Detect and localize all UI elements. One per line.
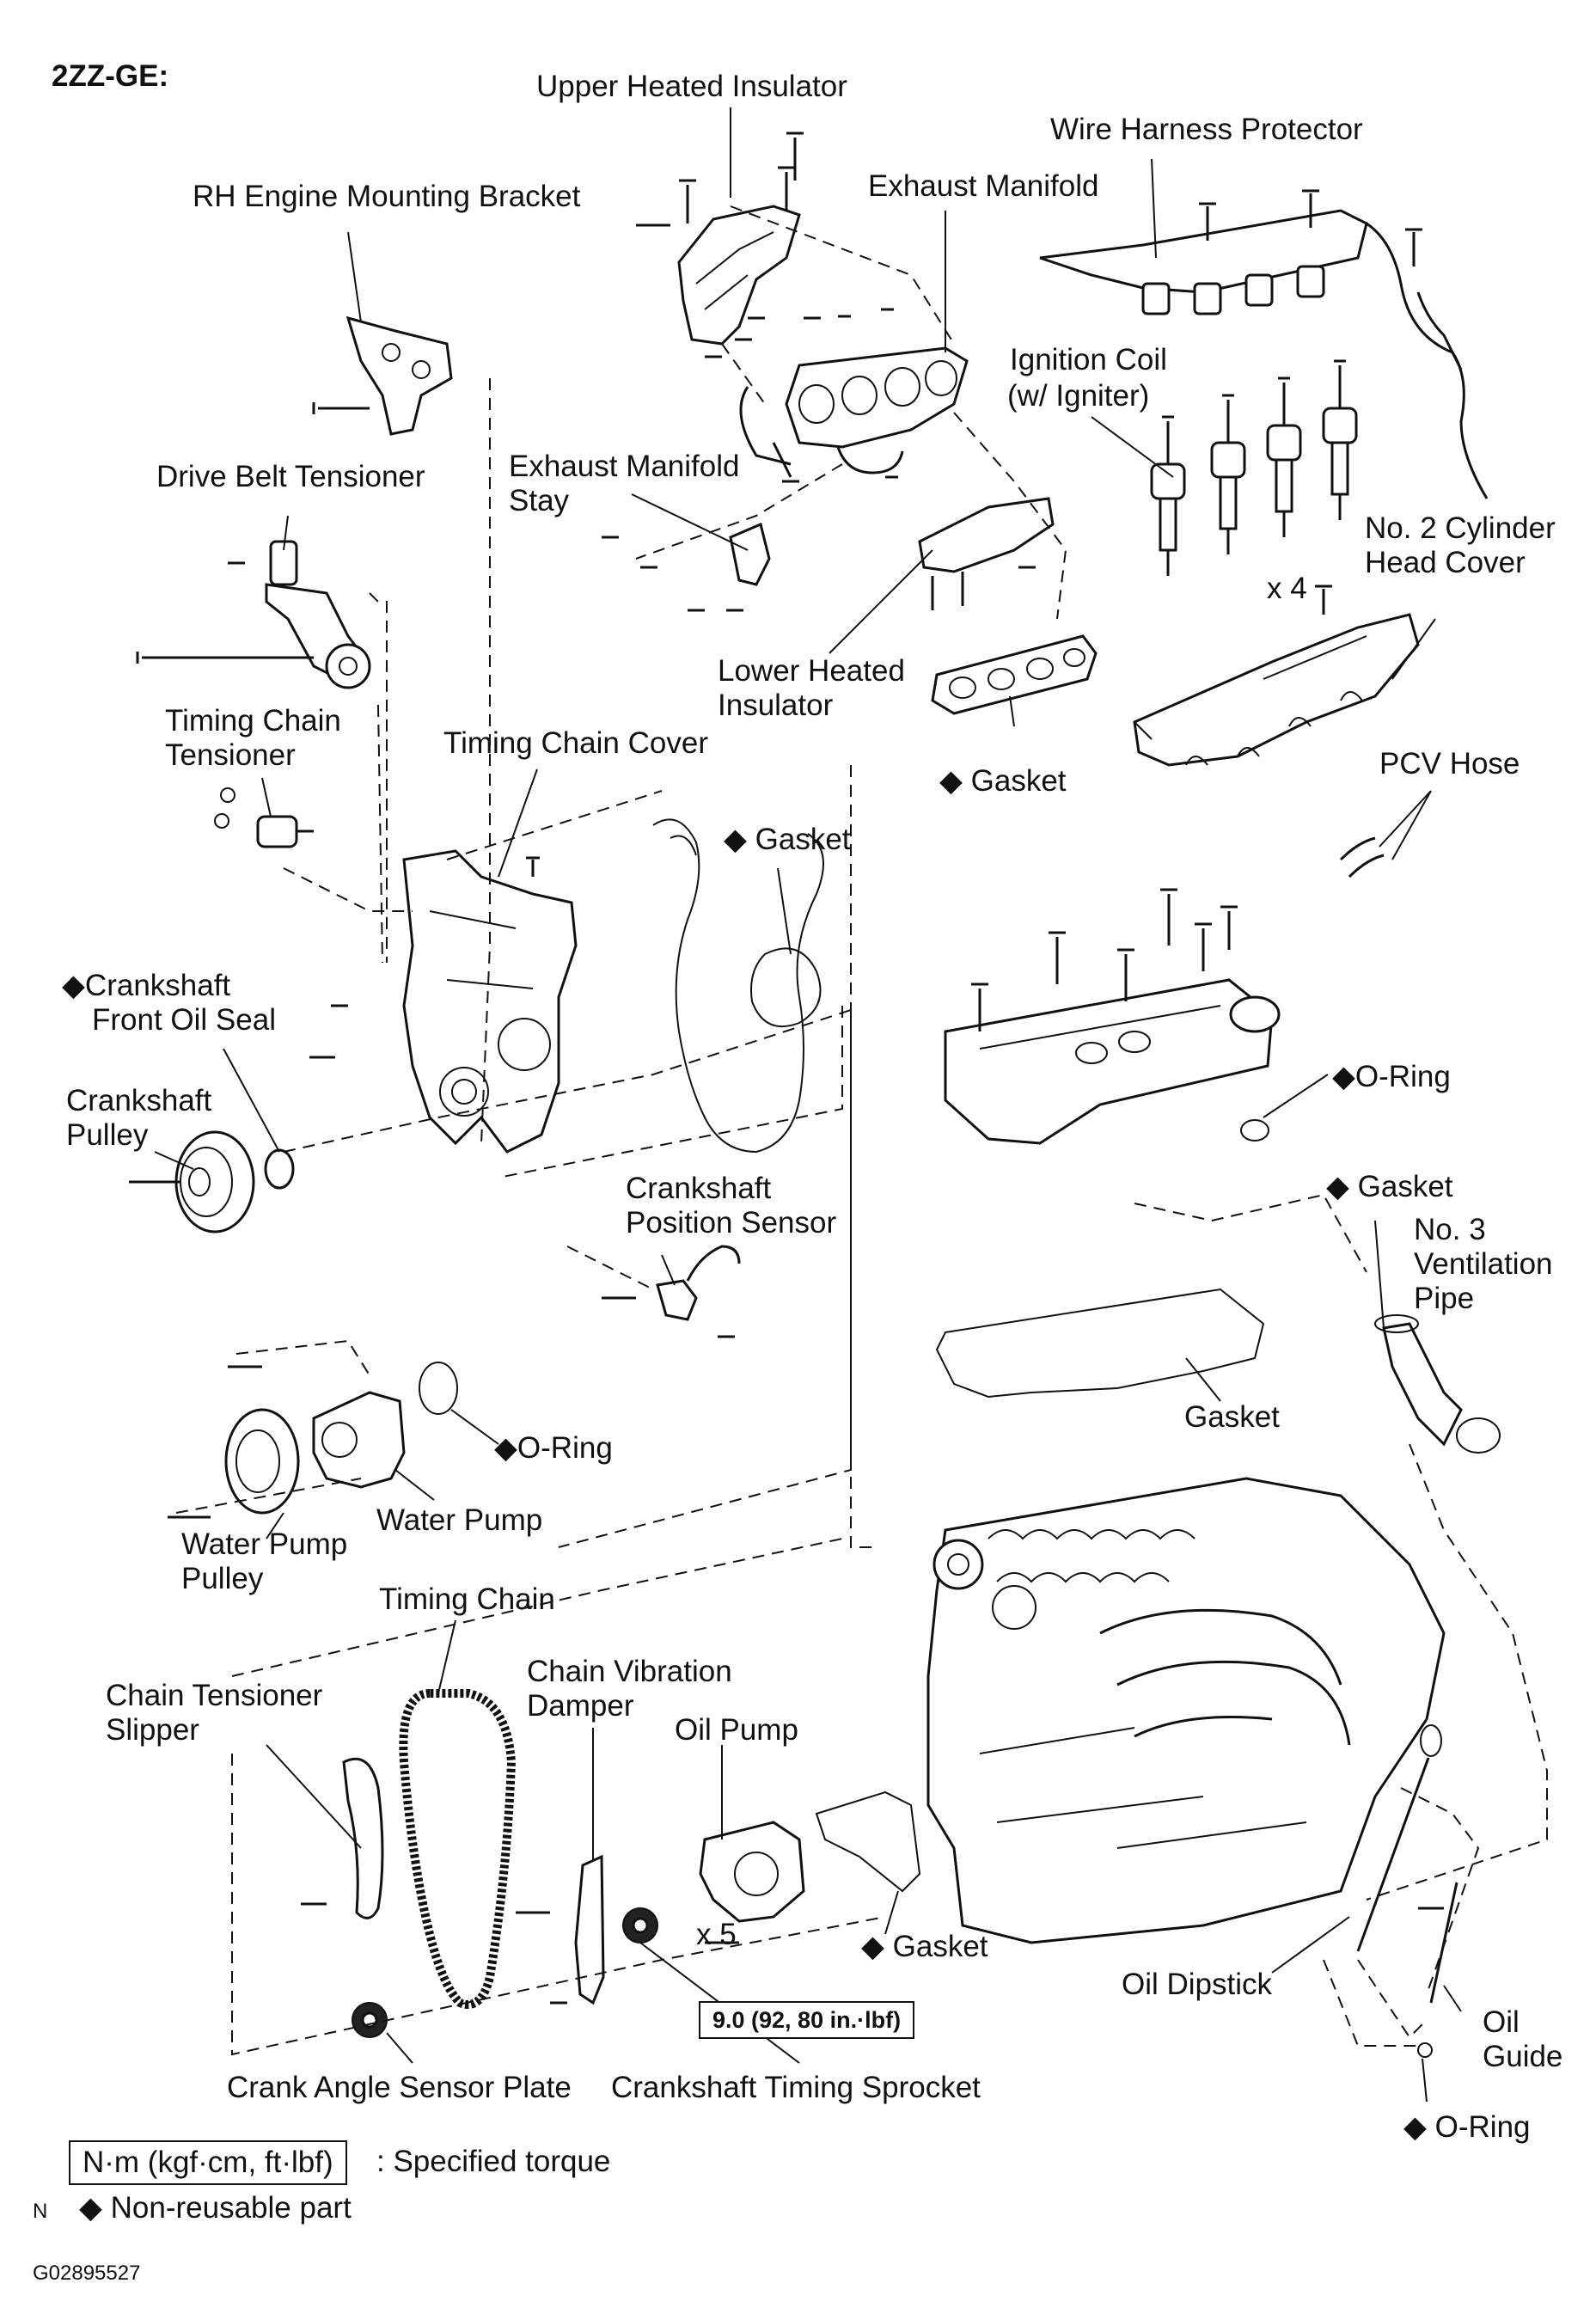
label-wire-harness-protector: Wire Harness Protector: [1050, 113, 1363, 146]
label-rh-engine-mounting-bracket: RH Engine Mounting Bracket: [193, 180, 581, 213]
oil-guide-shape: [1417, 1882, 1458, 2058]
label-no3-ventilation-pipe-line3: Pipe: [1414, 1282, 1475, 1315]
water-pump-pulley-shape: [168, 1365, 300, 1519]
label-exhaust-manifold-stay-line1: Exhaust Manifold: [509, 450, 740, 483]
engine-block-shape: [926, 1477, 1446, 1944]
oil-pump-shape: [699, 1821, 805, 1944]
label-oil-guide-o-ring: ◆ O-Ring: [1403, 2110, 1531, 2144]
label-oil-pump: Oil Pump: [675, 1713, 798, 1747]
crankshaft-pulley-shape: [129, 1130, 295, 1233]
label-crankshaft-front-oil-seal-line1: ◆Crankshaft: [62, 969, 231, 1002]
label-timing-chain-tensioner-line2: Tensioner: [165, 738, 296, 772]
upper-heated-insulator-shape: [677, 205, 801, 346]
label-crankshaft-pulley-line1: Crankshaft: [66, 1084, 212, 1117]
oil-pump-gasket-shape: [815, 1791, 921, 1893]
label-no2-cylinder-head-cover-line1: No. 2 Cylinder: [1365, 511, 1556, 545]
label-timing-chain: Timing Chain: [379, 1582, 555, 1616]
label-chain-vibration-damper-line1: Chain Vibration: [527, 1655, 732, 1688]
pcv-hose-shape: [1339, 836, 1385, 878]
lower-heated-insulator-shape: [918, 497, 1055, 610]
label-upper-heated-insulator: Upper Heated Insulator: [536, 70, 847, 103]
label-exhaust-manifold: Exhaust Manifold: [868, 169, 1099, 203]
chain-tensioner-slipper-shape: [301, 1757, 384, 1919]
label-bolt-quantity-x5: x 5: [696, 1918, 737, 1951]
timing-chain-shape: [399, 1689, 517, 2009]
timing-chain-cover-shape: [309, 849, 578, 1154]
label-no3-ventilation-pipe-line2: Ventilation: [1414, 1247, 1553, 1281]
figure-id: G02895527: [33, 2262, 141, 2285]
label-lower-heated-insulator-line2: Insulator: [718, 689, 834, 722]
crankshaft-timing-sprocket-shape: [622, 1907, 658, 1944]
label-timing-cover-gasket: ◆ Gasket: [724, 823, 851, 856]
label-crankshaft-position-sensor-line1: Crankshaft: [626, 1172, 772, 1205]
timing-chain-tensioner-shape: [214, 787, 314, 848]
label-chain-tensioner-slipper-line2: Slipper: [106, 1713, 199, 1747]
water-pump-o-ring-shape: [419, 1362, 458, 1415]
bolts-manifold-studs: [705, 308, 898, 483]
engine-code-title: 2ZZ-GE:: [52, 59, 169, 93]
label-head-cover-o-ring: ◆O-Ring: [1332, 1060, 1451, 1093]
chain-vibration-damper-shape: [516, 1854, 605, 2005]
torque-spec-box: 9.0 (92, 80 in.·lbf): [699, 2001, 915, 2039]
label-ignition-coil-line1: Ignition Coil: [1010, 343, 1167, 376]
exhaust-manifold-stay-shape: [602, 522, 771, 612]
label-water-pump-pulley-line1: Water Pump: [181, 1527, 348, 1561]
label-oil-guide-line2: Guide: [1483, 2040, 1563, 2073]
label-water-pump-o-ring: ◆O-Ring: [494, 1431, 613, 1465]
label-pcv-hose: PCV Hose: [1379, 747, 1520, 780]
cylinder-head-cover-shape: [944, 888, 1281, 1145]
no3-ventilation-pipe-shape: [1374, 1314, 1501, 1454]
legend-nonreusable-marker: N: [33, 2200, 48, 2223]
exhaust-manifold-shape: [739, 346, 969, 478]
label-crankshaft-timing-sprocket: Crankshaft Timing Sprocket: [611, 2071, 981, 2104]
label-crankshaft-pulley-line2: Pulley: [66, 1118, 149, 1152]
legend-torque-box: N·m (kgf·cm, ft·lbf): [69, 2140, 347, 2185]
water-pump-shape: [312, 1391, 406, 1489]
label-chain-tensioner-slipper-line1: Chain Tensioner: [106, 1679, 323, 1712]
no2-cylinder-head-cover-shape: [1133, 585, 1420, 767]
ignition-coils-shape: [1150, 359, 1358, 576]
wire-harness-protector-shape: [1039, 189, 1489, 499]
drive-belt-tensioner-shape: [136, 540, 371, 689]
label-crank-angle-sensor-plate: Crank Angle Sensor Plate: [227, 2071, 572, 2104]
label-oil-dipstick: Oil Dipstick: [1122, 1968, 1273, 2001]
crank-angle-sensor-plate-shape: [352, 2002, 388, 2038]
crankshaft-position-sensor-shape: [602, 1245, 741, 1338]
label-head-cover-gasket: Gasket: [1184, 1400, 1280, 1434]
label-no3-ventilation-pipe-line1: No. 3: [1414, 1213, 1486, 1246]
label-exhaust-manifold-gasket: ◆ Gasket: [939, 764, 1067, 798]
label-water-pump: Water Pump: [376, 1503, 543, 1537]
timing-cover-gasket-shape: [652, 818, 824, 1154]
label-oil-guide-line1: Oil: [1483, 2005, 1520, 2039]
label-exhaust-manifold-stay-line2: Stay: [509, 484, 570, 517]
label-water-pump-pulley-line2: Pulley: [181, 1562, 264, 1595]
legend-torque-desc: : Specified torque: [376, 2145, 611, 2178]
label-timing-chain-cover: Timing Chain Cover: [443, 726, 708, 760]
label-drive-belt-tensioner: Drive Belt Tensioner: [156, 460, 425, 493]
rh-engine-mounting-bracket-shape: [312, 315, 453, 436]
exhaust-manifold-gasket-shape: [931, 634, 1098, 715]
head-cover-gasket-shape: [935, 1288, 1265, 1399]
label-ignition-coil-line2: (w/ Igniter): [1007, 379, 1150, 413]
label-timing-chain-tensioner-line1: Timing Chain: [165, 704, 341, 738]
legend-nonreusable-desc: ◆ Non-reusable part: [79, 2191, 352, 2225]
label-ventilation-pipe-gasket: ◆ Gasket: [1326, 1170, 1453, 1203]
label-lower-heated-insulator-line1: Lower Heated: [718, 654, 905, 688]
oil-dipstick-shape: [1356, 1724, 1442, 1952]
bolts-upper-insulator: [636, 132, 804, 227]
label-oil-pump-gasket: ◆ Gasket: [861, 1930, 988, 1963]
label-no2-cylinder-head-cover-line2: Head Cover: [1365, 546, 1526, 579]
label-crankshaft-front-oil-seal-line2: Front Oil Seal: [92, 1003, 276, 1037]
label-chain-vibration-damper-line2: Damper: [527, 1689, 634, 1723]
dashed-assembly-lines: [175, 205, 1548, 2056]
label-bolt-quantity-x4: x 4: [1267, 572, 1307, 605]
label-crankshaft-position-sensor-line2: Position Sensor: [626, 1206, 837, 1240]
